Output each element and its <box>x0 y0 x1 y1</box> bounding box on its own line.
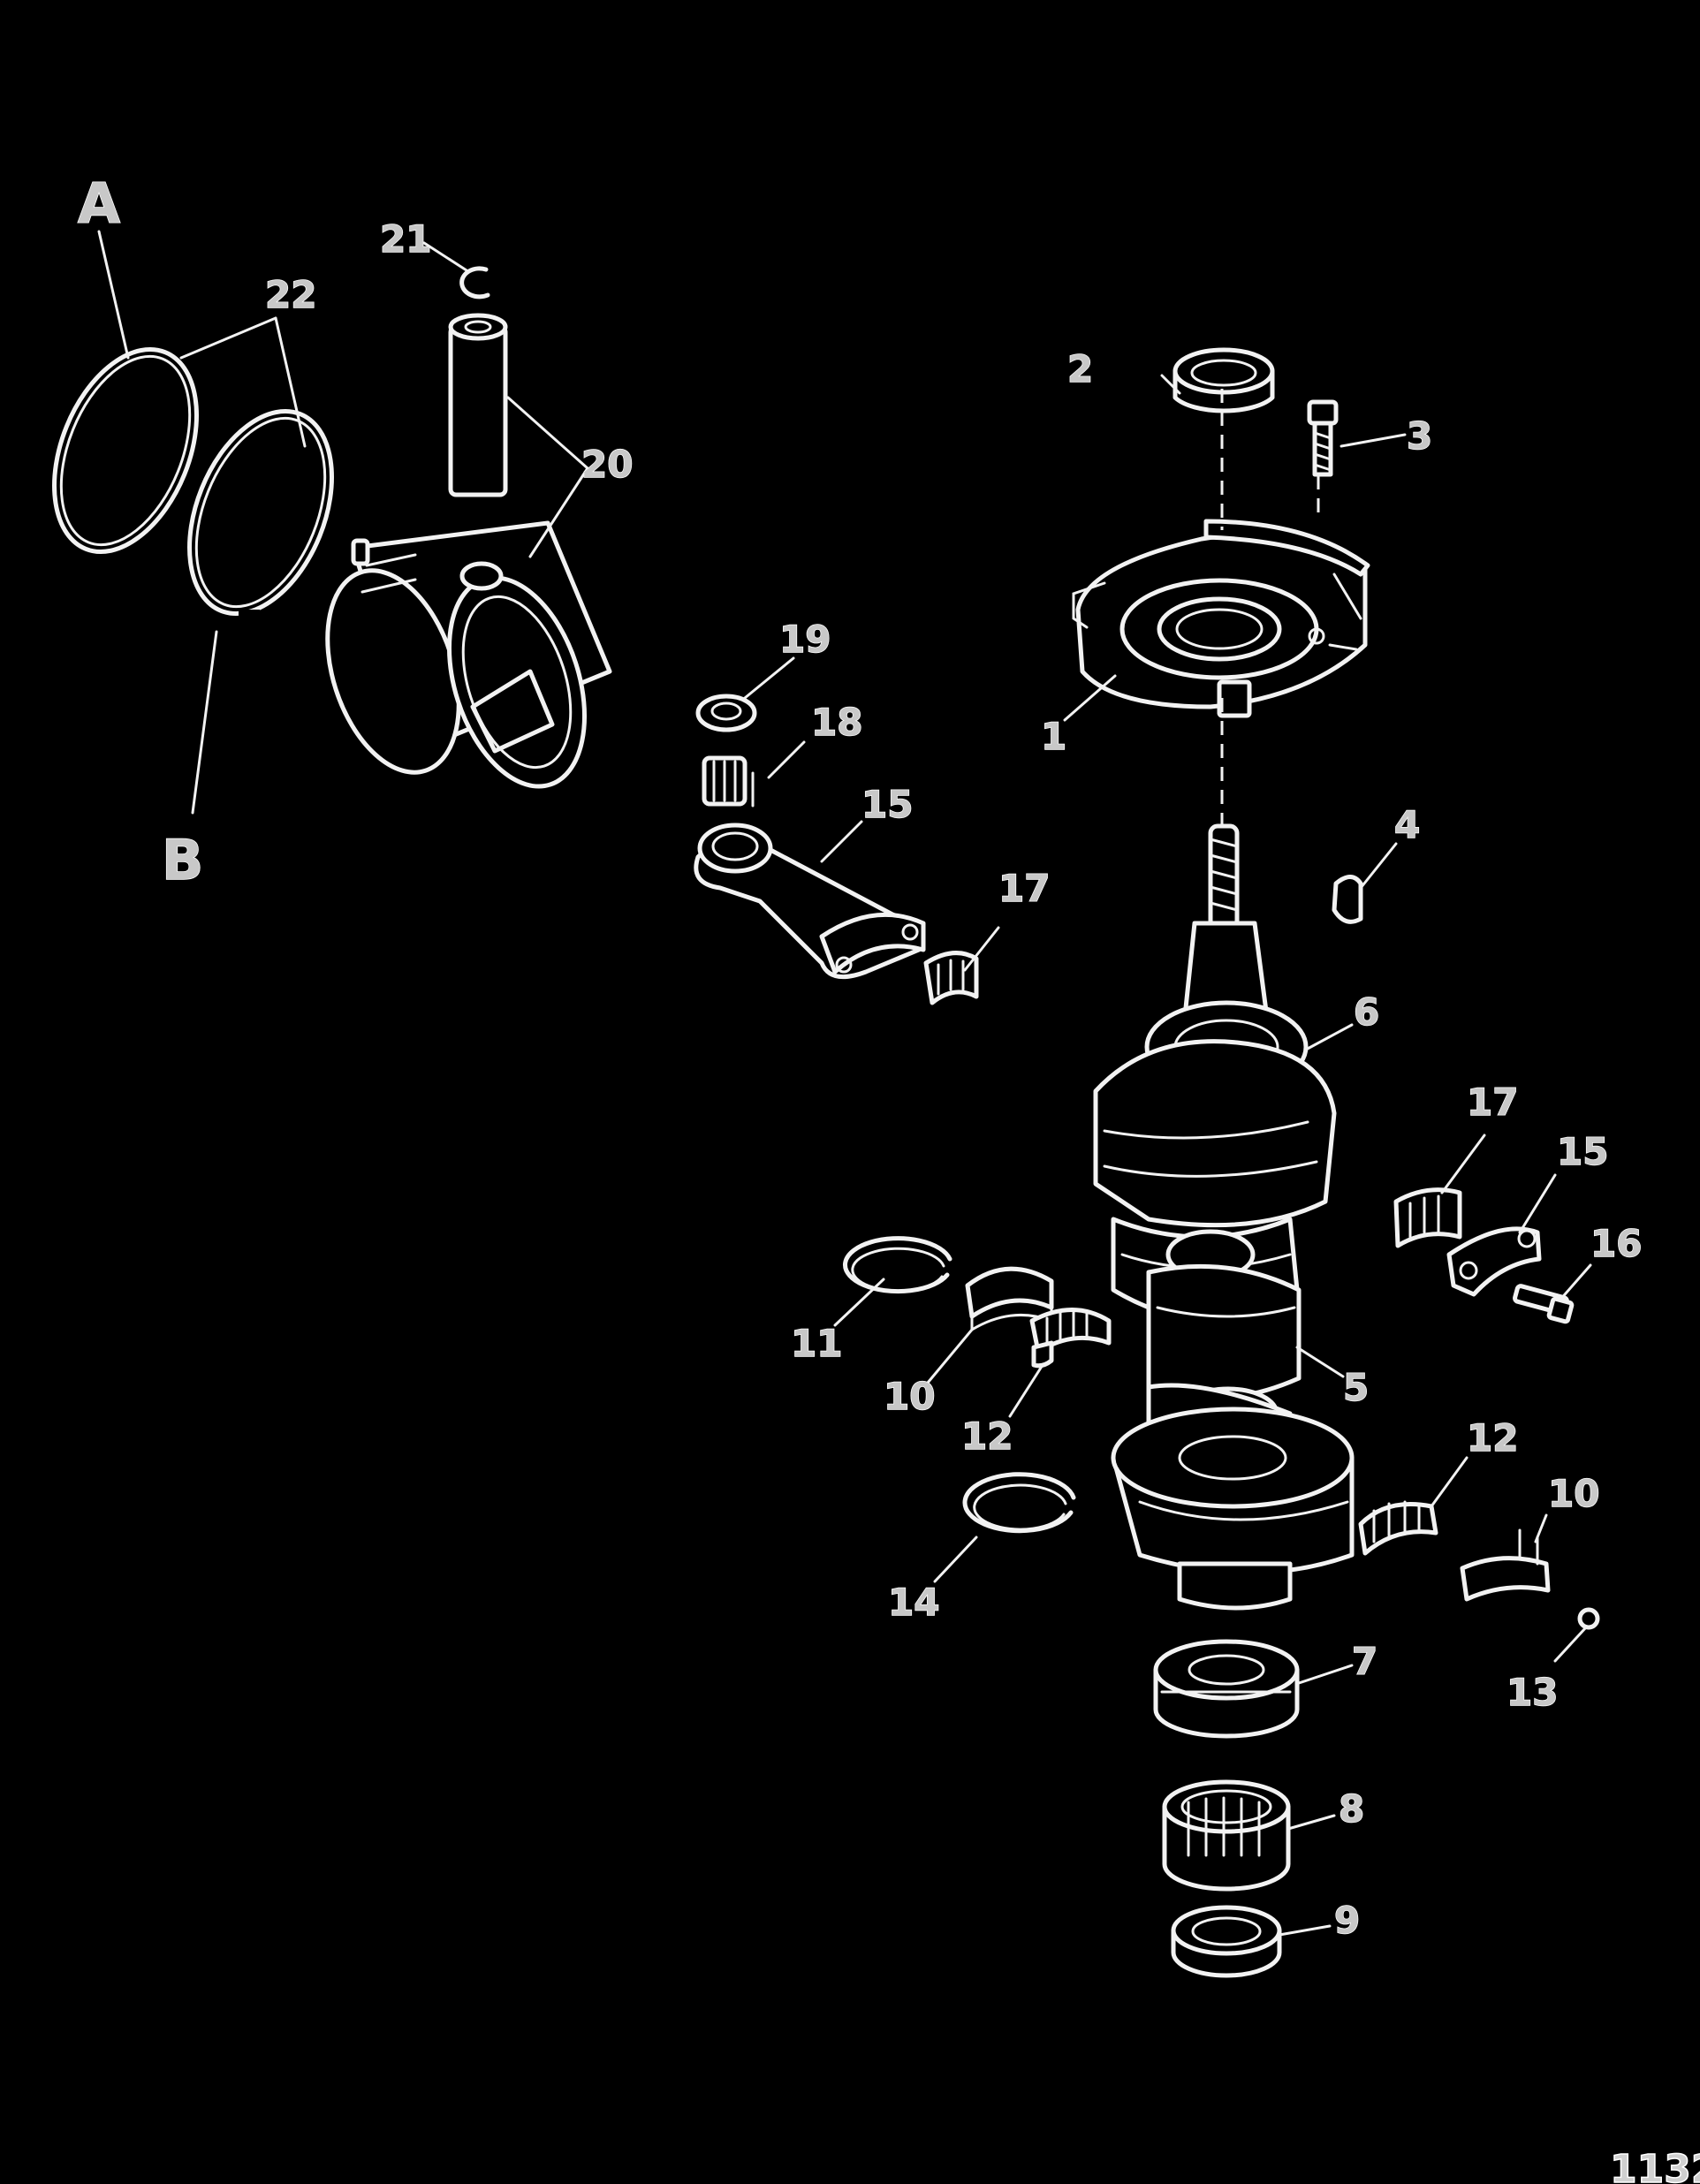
callout-8: 8 <box>1339 1787 1364 1831</box>
bearing-race-right <box>1460 1528 1551 1602</box>
oil-seal-bottom <box>1171 1905 1282 1978</box>
callout-1: 1 <box>1041 715 1066 758</box>
callout-3: 3 <box>1407 414 1432 458</box>
callout-15-right: 15 <box>1557 1130 1608 1173</box>
piston-pin <box>448 313 508 497</box>
callout-17-right: 17 <box>1467 1081 1518 1124</box>
callout-21: 21 <box>380 217 431 261</box>
callout-10-left: 10 <box>884 1375 935 1418</box>
callout-2: 2 <box>1067 347 1093 391</box>
callout-14: 14 <box>888 1581 939 1624</box>
callout-13: 13 <box>1506 1671 1558 1714</box>
callout-22: 22 <box>265 273 316 316</box>
callout-12-left: 12 <box>961 1414 1013 1458</box>
callout-10-right: 10 <box>1548 1472 1599 1515</box>
bearing-cage-upper <box>923 951 979 1005</box>
piston-ring-b <box>187 409 334 622</box>
figure-number: 11327 <box>1610 2147 1700 2184</box>
crankshaft <box>1093 823 1355 1611</box>
callout-15-upper: 15 <box>861 783 913 826</box>
needle-bearing-lower <box>1162 1779 1291 1892</box>
piston <box>325 520 612 789</box>
retaining-ring-lower <box>962 1472 1076 1534</box>
bearing-cage-upper-housing <box>1072 519 1370 718</box>
callout-11: 11 <box>791 1322 842 1365</box>
oil-seal-top <box>1173 347 1275 413</box>
callout-20: 20 <box>581 443 633 486</box>
needle-bearing-small-end <box>702 755 755 808</box>
piston-pin-circlip <box>459 266 490 300</box>
cap-screw <box>1307 399 1339 477</box>
connecting-rod-cap <box>1446 1226 1542 1297</box>
callout-17-upper: 17 <box>998 867 1050 910</box>
needle-bearing-left <box>1029 1308 1112 1369</box>
piston-ring-a <box>52 347 199 554</box>
leader-lines <box>97 230 1592 1937</box>
washer <box>695 694 757 732</box>
callout-4: 4 <box>1394 803 1420 846</box>
retaining-ring-middle <box>843 1236 952 1294</box>
woodruff-key <box>1332 875 1363 924</box>
rod-bolt <box>1513 1284 1575 1324</box>
callout-19: 19 <box>779 618 831 661</box>
callout-18: 18 <box>811 701 862 744</box>
callout-9: 9 <box>1334 1899 1360 1942</box>
callout-labels: A B 22 21 20 2 3 1 4 6 19 18 15 17 17 15… <box>77 171 1643 1943</box>
callout-12-right: 12 <box>1467 1416 1518 1460</box>
callout-a: A <box>78 171 120 236</box>
callout-16: 16 <box>1590 1222 1642 1265</box>
callout-7: 7 <box>1352 1640 1377 1683</box>
connecting-rod-upper <box>694 823 926 980</box>
needle-bearing-right <box>1358 1500 1438 1556</box>
bearing-cage-right <box>1393 1187 1462 1248</box>
callout-b: B <box>162 828 203 892</box>
callout-6: 6 <box>1354 990 1379 1034</box>
callout-5: 5 <box>1343 1366 1369 1409</box>
ball-bearing-lower <box>1153 1639 1300 1739</box>
dowel-pin <box>1577 1607 1600 1630</box>
